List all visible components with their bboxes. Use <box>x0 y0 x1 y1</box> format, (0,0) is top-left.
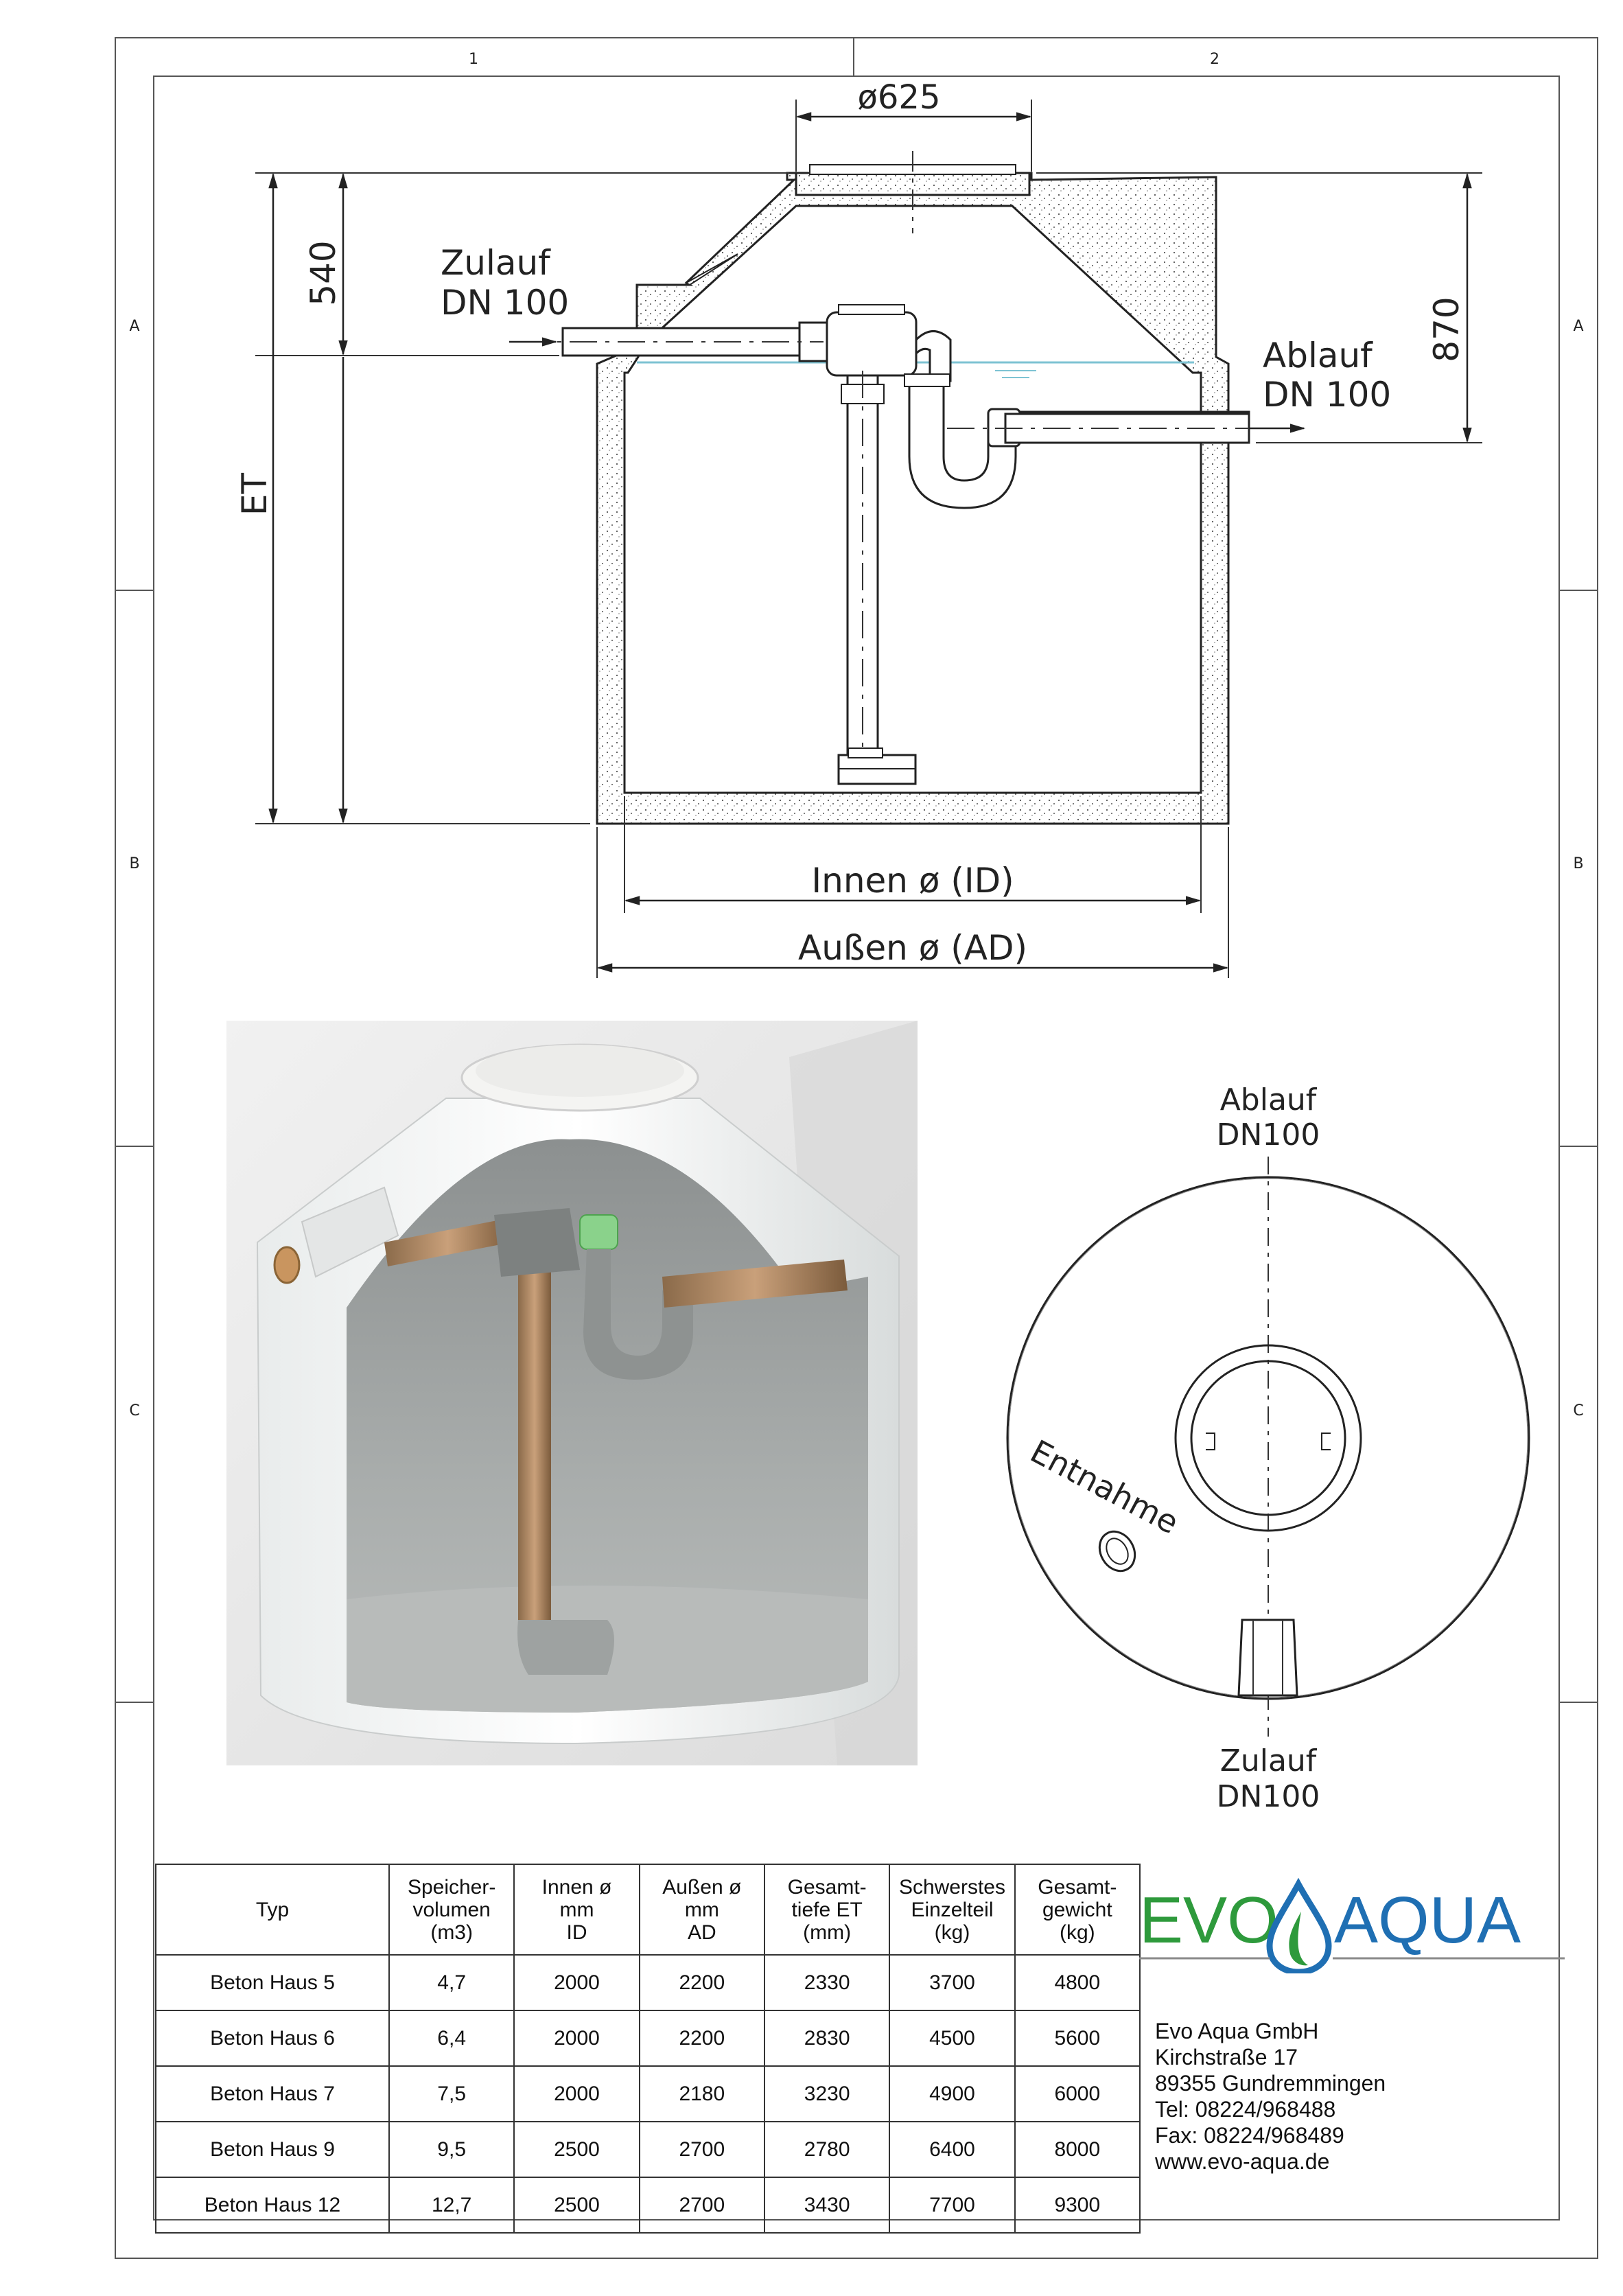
cell-outer-diameter: 2200 <box>638 2010 765 2067</box>
company-website[interactable]: www.evo-aqua.de <box>1155 2149 1330 2174</box>
cell-volume: 12,7 <box>388 2177 515 2234</box>
outlet-label-2: DN 100 <box>1263 375 1391 415</box>
zone-row-b-right: B <box>1573 855 1583 872</box>
extraction-port-plan <box>1098 1530 1136 1573</box>
plan-outlet-label-2: DN100 <box>1217 1117 1320 1152</box>
col-header-total-weight: Gesamt- gewicht (kg) <box>1014 1864 1141 1956</box>
cell-total-weight: 4800 <box>1014 1954 1141 2011</box>
cell-type: Beton Haus 7 <box>155 2065 390 2122</box>
inlet-label-1: Zulauf <box>441 243 551 283</box>
cell-volume: 4,7 <box>388 1954 515 2011</box>
cell-inner-diameter: 2000 <box>513 1954 640 2011</box>
tank-3d-render <box>226 1021 918 1765</box>
cell-heaviest-part: 4900 <box>889 2065 1016 2122</box>
cell-volume: 6,4 <box>388 2010 515 2067</box>
col-header-outer-diameter: Außen ø mm AD <box>638 1864 765 1956</box>
cell-total-weight: 5600 <box>1014 2010 1141 2067</box>
cell-heaviest-part: 4500 <box>889 2010 1016 2067</box>
zone-row-b-left: B <box>129 855 139 872</box>
inlet-stub-plan <box>1237 1619 1298 1697</box>
company-street: Kirchstraße 17 <box>1155 2045 1298 2069</box>
col-header-volume: Speicher- volumen (m3) <box>388 1864 515 1956</box>
outer-diameter-label: Außen ø (AD) <box>798 928 1027 968</box>
cell-heaviest-part: 3700 <box>889 1954 1016 2011</box>
manhole-diameter-label: ø625 <box>858 78 941 117</box>
company-address: Evo Aqua GmbH Kirchstraße 17 89355 Gundr… <box>1155 2018 1539 2175</box>
zone-row-c-right: C <box>1573 1402 1583 1419</box>
cell-outer-diameter: 2180 <box>638 2065 765 2122</box>
dim-et-label: ET <box>235 472 275 515</box>
cell-total-depth: 3430 <box>763 2177 891 2234</box>
cell-total-weight: 9300 <box>1014 2177 1141 2234</box>
col-header-heaviest-part: Schwerstes Einzelteil (kg) <box>889 1864 1016 1956</box>
table-row: Beton Haus 5 4,7 2000 2200 2330 3700 480… <box>155 1954 1141 2011</box>
col-header-inner-diameter: Innen ø mm ID <box>513 1864 640 1956</box>
cell-total-weight: 8000 <box>1014 2121 1141 2178</box>
table-row: Beton Haus 7 7,5 2000 2180 3230 4900 600… <box>155 2065 1141 2122</box>
cell-outer-diameter: 2700 <box>638 2121 765 2178</box>
table-header-row: Typ Speicher- volumen (m3) Innen ø mm ID… <box>155 1864 1141 1956</box>
company-name: Evo Aqua GmbH <box>1155 2019 1319 2043</box>
spec-table: Typ Speicher- volumen (m3) Innen ø mm ID… <box>155 1864 1141 2234</box>
cell-inner-diameter: 2500 <box>513 2121 640 2178</box>
drop-pipe-3d <box>518 1266 551 1623</box>
zone-col-1: 1 <box>469 51 478 68</box>
cell-outer-diameter: 2200 <box>638 1954 765 2011</box>
tank-wall-section <box>596 172 1230 825</box>
cell-volume: 9,5 <box>388 2121 515 2178</box>
cell-total-depth: 3230 <box>763 2065 891 2122</box>
cell-type: Beton Haus 12 <box>155 2177 390 2234</box>
cell-inner-diameter: 2000 <box>513 2065 640 2122</box>
logo-text-right: AQUA <box>1334 1883 1521 1957</box>
water-drop-icon <box>1266 1877 1332 1973</box>
company-city: 89355 Gundremmingen <box>1155 2071 1386 2096</box>
cell-type: Beton Haus 6 <box>155 2010 390 2067</box>
cell-total-depth: 2830 <box>763 2010 891 2067</box>
inlet-label-2: DN 100 <box>441 283 569 323</box>
extraction-label: Entnahme <box>1025 1433 1185 1541</box>
table-row: Beton Haus 9 9,5 2500 2700 2780 6400 800… <box>155 2121 1141 2178</box>
inner-diameter-label: Innen ø (ID) <box>811 861 1014 901</box>
table-row: Beton Haus 6 6,4 2000 2200 2830 4500 560… <box>155 2010 1141 2067</box>
zone-col-2: 2 <box>1210 51 1219 68</box>
company-logo: EVO AQUA <box>1139 1877 1565 1973</box>
dim-870-label: 870 <box>1427 297 1467 362</box>
cell-heaviest-part: 7700 <box>889 2177 1016 2234</box>
cell-type: Beton Haus 5 <box>155 1954 390 2011</box>
company-phone: Tel: 08224/968488 <box>1155 2097 1336 2122</box>
zone-row-c-left: C <box>129 1402 139 1419</box>
zone-row-a-left: A <box>129 318 139 335</box>
logo-text-left: EVO <box>1139 1883 1278 1957</box>
cell-volume: 7,5 <box>388 2065 515 2122</box>
distributor-head <box>826 311 918 377</box>
plan-inlet-label-2: DN100 <box>1217 1779 1320 1814</box>
cell-total-weight: 6000 <box>1014 2065 1141 2122</box>
cell-outer-diameter: 2700 <box>638 2177 765 2234</box>
dim-540-label: 540 <box>303 240 343 305</box>
manhole-plan <box>1174 1344 1362 1532</box>
col-header-total-depth: Gesamt- tiefe ET (mm) <box>763 1864 891 1956</box>
cell-total-depth: 2330 <box>763 1954 891 2011</box>
cell-total-depth: 2780 <box>763 2121 891 2178</box>
outlet-label-1: Ablauf <box>1263 336 1373 375</box>
overflow-siphon <box>908 383 1250 509</box>
cell-inner-diameter: 2000 <box>513 2010 640 2067</box>
col-header-type: Typ <box>155 1864 390 1956</box>
section-view: ø625 540 ET 870 Zulauf DN 100 Ablauf DN … <box>235 78 1482 978</box>
plan-outlet-label-1: Ablauf <box>1220 1082 1318 1117</box>
cell-heaviest-part: 6400 <box>889 2121 1016 2178</box>
cell-inner-diameter: 2500 <box>513 2177 640 2234</box>
plan-view: Ablauf DN100 Zulauf DN100 Entnahme <box>1006 1082 1530 1814</box>
cell-type: Beton Haus 9 <box>155 2121 390 2178</box>
table-row: Beton Haus 12 12,7 2500 2700 3430 7700 9… <box>155 2177 1141 2234</box>
zone-row-a-right: A <box>1573 318 1583 335</box>
plan-inlet-label-1: Zulauf <box>1220 1743 1318 1778</box>
company-fax: Fax: 08224/968489 <box>1155 2123 1344 2148</box>
